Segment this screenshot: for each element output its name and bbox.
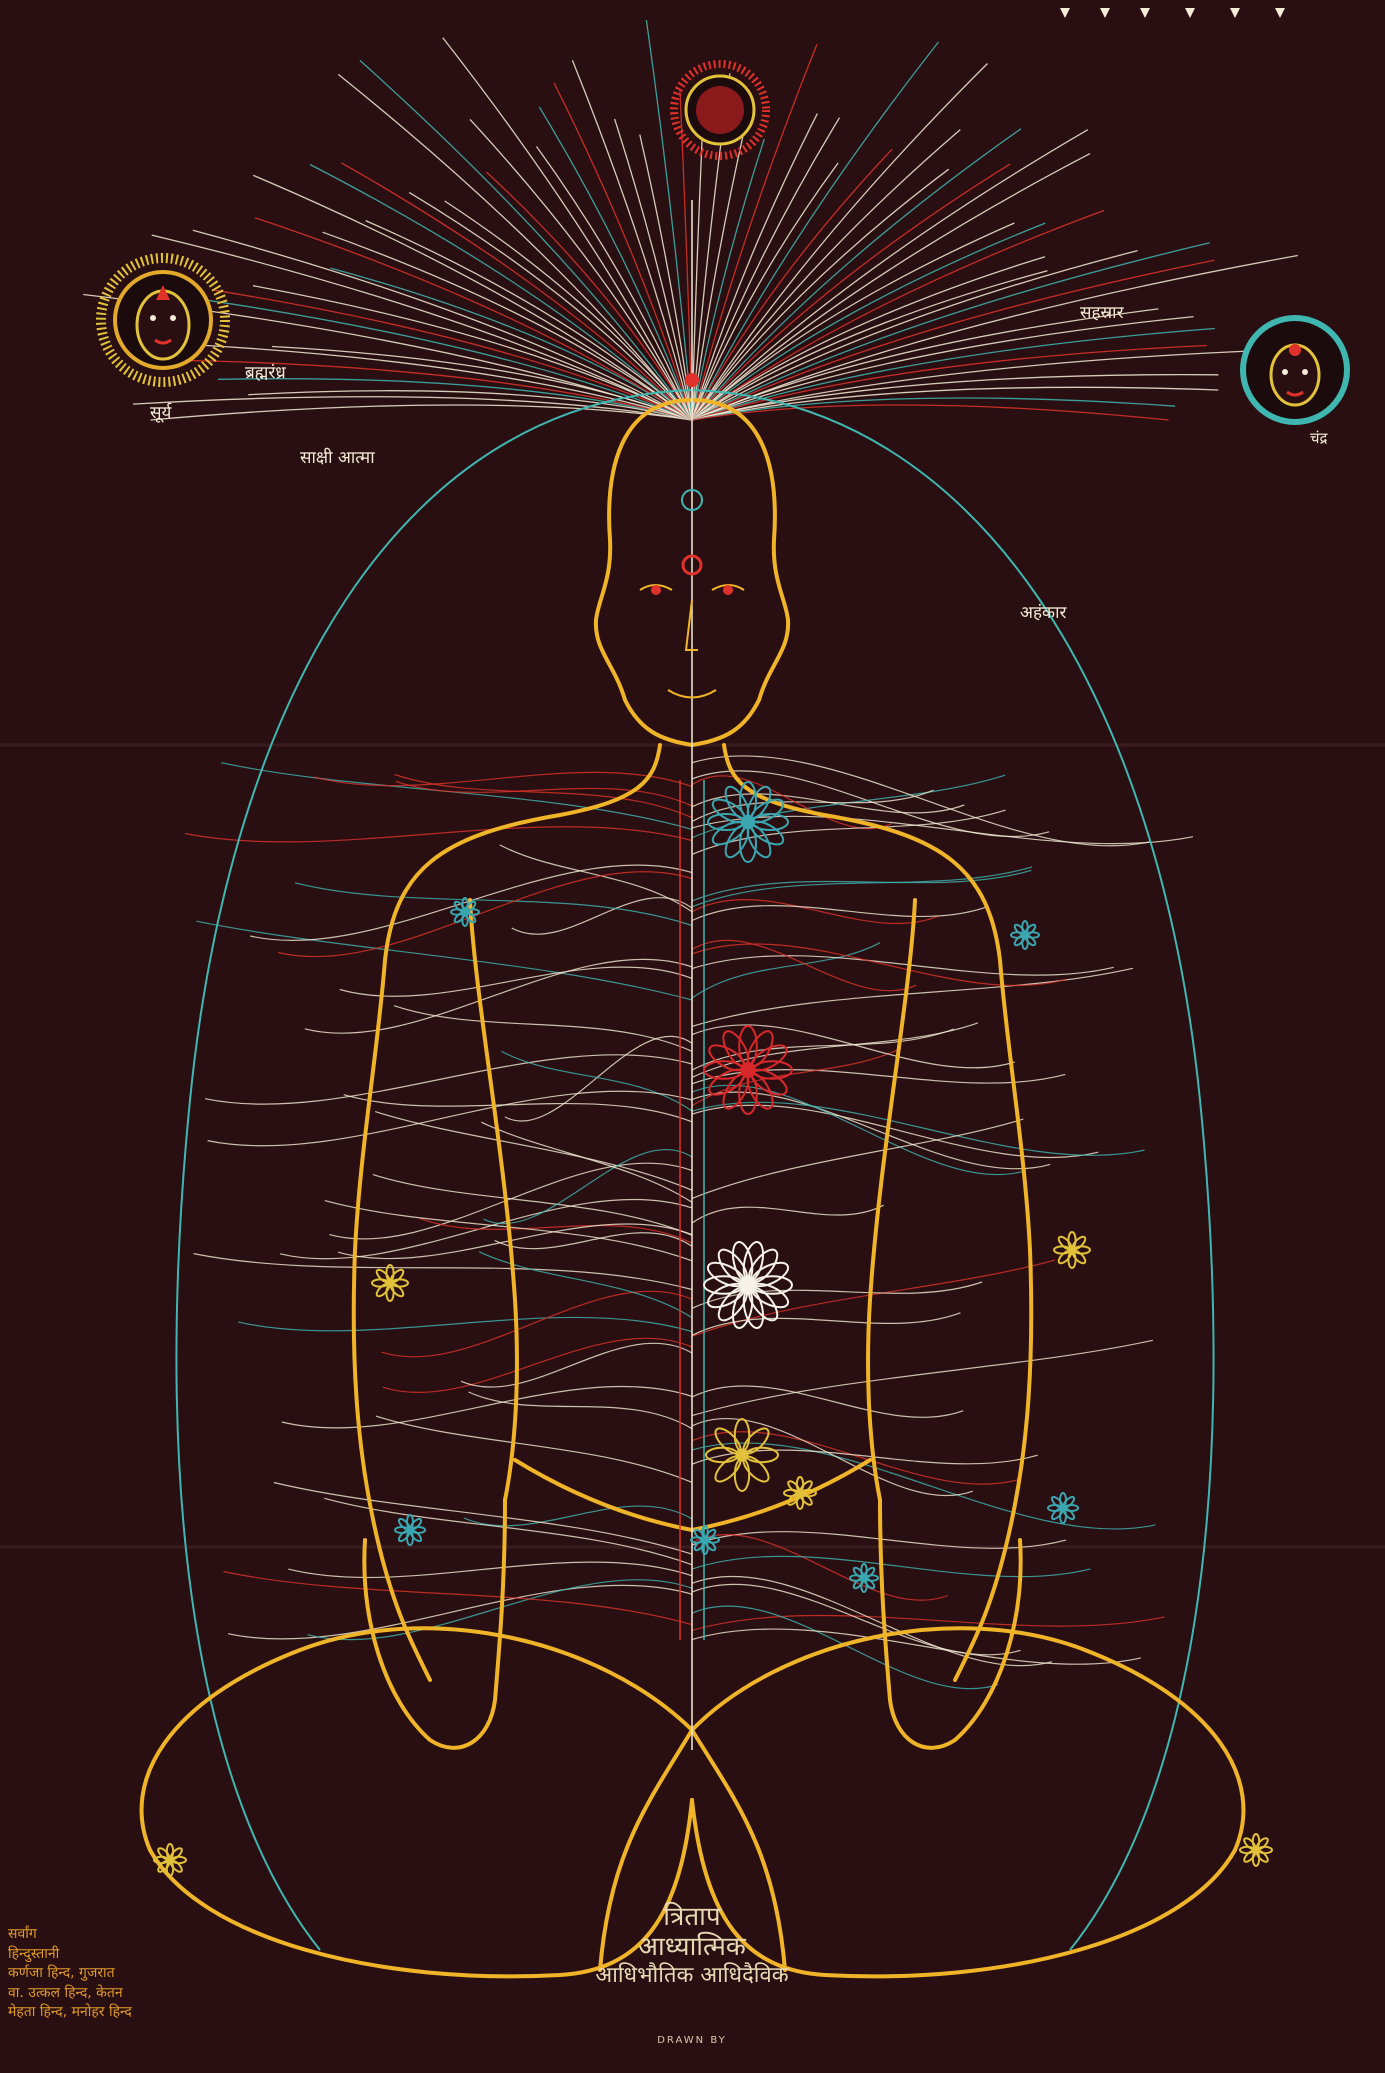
caption-line-1: त्रिताप: [592, 1903, 792, 1933]
moon-label: चंद्र: [1310, 428, 1328, 448]
right-top-label: अहंकार: [1020, 600, 1066, 623]
caption-line-2: आध्यात्मिक: [592, 1933, 792, 1963]
tritap-caption: त्रिताप आध्यात्मिक आधिभौतिक आधिदैविक: [592, 1903, 792, 1988]
corner-line: हिन्दुस्तानी: [8, 1945, 132, 1965]
left-top-label: साक्षी आत्मा: [300, 445, 375, 468]
corner-line: मेहता हिन्द, मनोहर हिन्द: [8, 2003, 132, 2023]
drawn-by-credit: DRAWN BY: [622, 2035, 762, 2046]
corner-note-left: सर्वांग हिन्दुस्तानी कर्णजा हिन्द, गुजरा…: [8, 1925, 132, 2023]
sun-label: सूर्य: [150, 400, 171, 423]
moon-icon: [1243, 318, 1347, 422]
corner-line: वा. उत्कल हिन्द, केतन: [8, 1984, 132, 2004]
corner-line: कर्णजा हिन्द, गुजरात: [8, 1964, 132, 1984]
corner-line: सर्वांग: [8, 1925, 132, 1945]
sky-right-label: सहस्रार: [1080, 300, 1124, 323]
caption-line-3: आधिभौतिक आधिदैविक: [592, 1963, 792, 1988]
sky-left-label: ब्रह्मरंध्र: [245, 360, 286, 383]
